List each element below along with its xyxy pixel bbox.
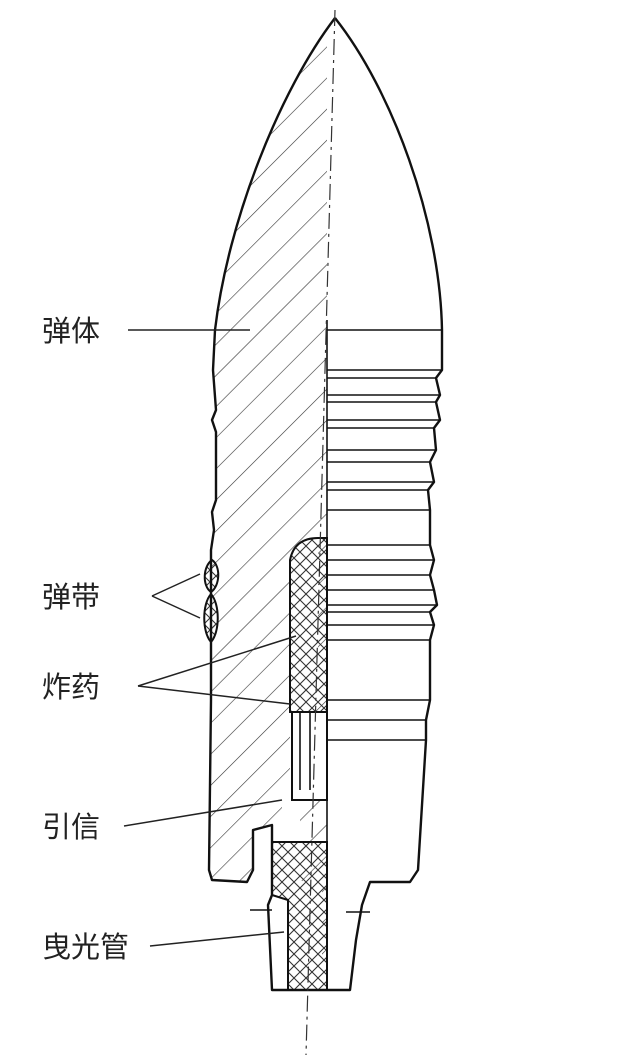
label-body: 弹体 bbox=[42, 314, 100, 348]
right-grooves bbox=[327, 329, 442, 741]
label-band: 弹带 bbox=[42, 580, 100, 614]
outline-left bbox=[207, 17, 336, 884]
leader-tracer bbox=[149, 931, 285, 947]
outline-left-tail bbox=[266, 842, 335, 992]
center-axis bbox=[305, 9, 336, 1056]
tracer-section bbox=[271, 841, 328, 991]
leader-band-1 bbox=[151, 573, 201, 597]
label-charge: 炸药 bbox=[42, 670, 100, 704]
charge-section bbox=[289, 537, 328, 713]
leader-charge-1 bbox=[137, 635, 297, 687]
body-section bbox=[209, 28, 327, 960]
leader-fuze bbox=[123, 799, 283, 827]
label-fuze: 引信 bbox=[42, 810, 100, 844]
outline-right bbox=[334, 17, 444, 992]
leader-charge-2 bbox=[137, 685, 291, 705]
label-tracer: 曳光管 bbox=[42, 930, 129, 964]
leader-band-2 bbox=[151, 595, 201, 619]
